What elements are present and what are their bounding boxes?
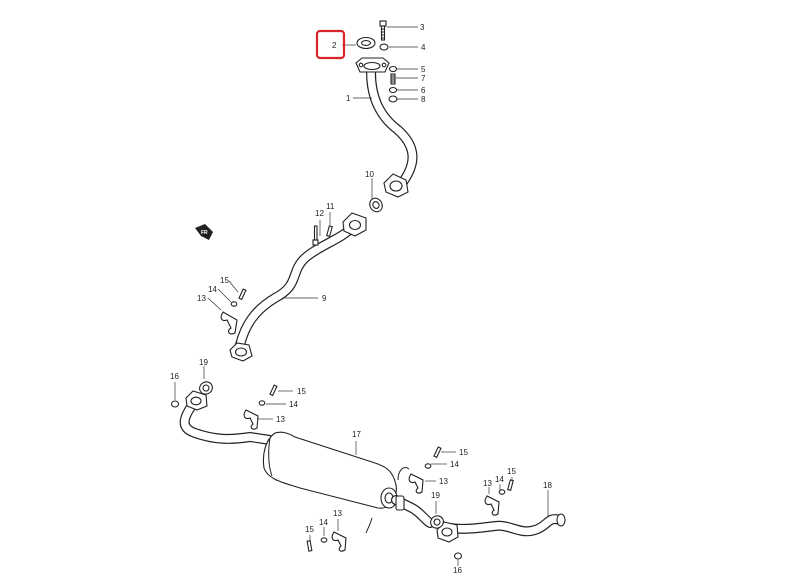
- label-part-15-upper: 15: [220, 276, 229, 285]
- label-part-16-rear: 16: [453, 566, 462, 575]
- hanger-part-13-d[interactable]: [484, 495, 500, 516]
- label-part-12: 12: [315, 209, 324, 218]
- label-part-19-rear: 19: [431, 491, 440, 500]
- muffler-bracket: [365, 467, 410, 534]
- label-part-14-e: 14: [319, 518, 328, 527]
- gasket-part-19-front[interactable]: [197, 380, 214, 397]
- label-part-10: 10: [365, 170, 374, 179]
- spring-part-7[interactable]: [390, 73, 396, 85]
- bushing-part-14-b[interactable]: [258, 400, 266, 406]
- bolt-part-15-c[interactable]: [433, 446, 442, 459]
- hanger-part-13-c[interactable]: [408, 473, 424, 494]
- direction-arrow-label: FR: [201, 230, 208, 236]
- label-part-9: 9: [322, 294, 327, 303]
- hanger-part-13-upper[interactable]: [220, 311, 238, 335]
- intermediate-pipe[interactable]: [179, 399, 275, 445]
- label-part-15-c: 15: [459, 448, 468, 457]
- label-part-4: 4: [421, 43, 426, 52]
- label-part-18: 18: [543, 481, 552, 490]
- label-part-14-b: 14: [289, 400, 298, 409]
- label-part-2: 2: [332, 41, 337, 50]
- front-pipe-top-flange: [355, 57, 390, 73]
- label-part-6: 6: [421, 86, 426, 95]
- label-part-1: 1: [346, 94, 351, 103]
- label-part-15-b: 15: [297, 387, 306, 396]
- center-pipe-rear-flange: [229, 342, 253, 362]
- bolt-part-12[interactable]: [312, 225, 319, 246]
- bolt-part-11[interactable]: [326, 225, 333, 238]
- part-labels: 3 2 4 5 7 6 8 1 10 12 11 9 15 14 13 19 1…: [170, 23, 552, 575]
- bolt-part-15-e[interactable]: [306, 540, 313, 552]
- leader-lines: [174, 26, 549, 566]
- label-part-14-upper: 14: [208, 285, 217, 294]
- label-part-7: 7: [421, 74, 426, 83]
- nut-part-16-front[interactable]: [170, 400, 180, 408]
- front-exhaust-pipe[interactable]: [366, 67, 418, 187]
- muffler-part-17[interactable]: [262, 431, 398, 509]
- label-part-14-c: 14: [450, 460, 459, 469]
- label-part-13-d: 13: [483, 479, 492, 488]
- front-direction-arrow: FR: [195, 224, 213, 240]
- gasket-part-19-rear[interactable]: [428, 514, 445, 531]
- front-pipe-bottom-flange: [383, 173, 409, 198]
- bushing-part-14-e[interactable]: [320, 537, 328, 543]
- hanger-part-13-e[interactable]: [331, 531, 347, 552]
- label-part-16-front: 16: [170, 372, 179, 381]
- nut-part-16-rear[interactable]: [453, 552, 463, 560]
- nut-part-8[interactable]: [388, 95, 398, 103]
- label-part-13-upper: 13: [197, 294, 206, 303]
- gasket-part-10[interactable]: [367, 196, 384, 214]
- label-part-15-d: 15: [507, 467, 516, 476]
- bushing-part-14-c[interactable]: [424, 463, 432, 469]
- label-part-13-e: 13: [333, 509, 342, 518]
- washer-part-5[interactable]: [388, 65, 398, 73]
- center-exhaust-pipe[interactable]: [235, 221, 359, 350]
- bolt-part-3[interactable]: [379, 20, 387, 41]
- label-part-19-front: 19: [199, 358, 208, 367]
- bolt-part-15-d[interactable]: [507, 479, 514, 492]
- rear-flange-front: [185, 390, 208, 411]
- label-part-14-d: 14: [495, 475, 504, 484]
- bolt-part-15-upper[interactable]: [238, 288, 247, 301]
- label-part-15-e: 15: [305, 525, 314, 534]
- label-part-3: 3: [420, 23, 425, 32]
- label-part-8: 8: [421, 95, 426, 104]
- bushing-part-14-upper[interactable]: [230, 301, 238, 307]
- part-2-highlight-box: [315, 29, 346, 60]
- tail-pipe-flange: [436, 521, 459, 543]
- washer-part-6[interactable]: [388, 86, 398, 94]
- bolt-part-15-b[interactable]: [269, 384, 278, 397]
- label-part-17: 17: [352, 430, 361, 439]
- gasket-part-2[interactable]: [356, 36, 376, 50]
- label-part-13-b: 13: [276, 415, 285, 424]
- nut-part-4[interactable]: [379, 43, 389, 51]
- label-part-11: 11: [326, 202, 335, 211]
- label-part-5: 5: [421, 65, 426, 74]
- muffler-tail-pipe: [391, 495, 435, 528]
- bushing-part-14-d[interactable]: [498, 489, 506, 495]
- hanger-part-13-b[interactable]: [243, 409, 259, 430]
- label-part-13-c: 13: [439, 477, 448, 486]
- center-pipe-front-flange: [342, 212, 367, 237]
- tail-pipe-part-18[interactable]: [444, 513, 566, 537]
